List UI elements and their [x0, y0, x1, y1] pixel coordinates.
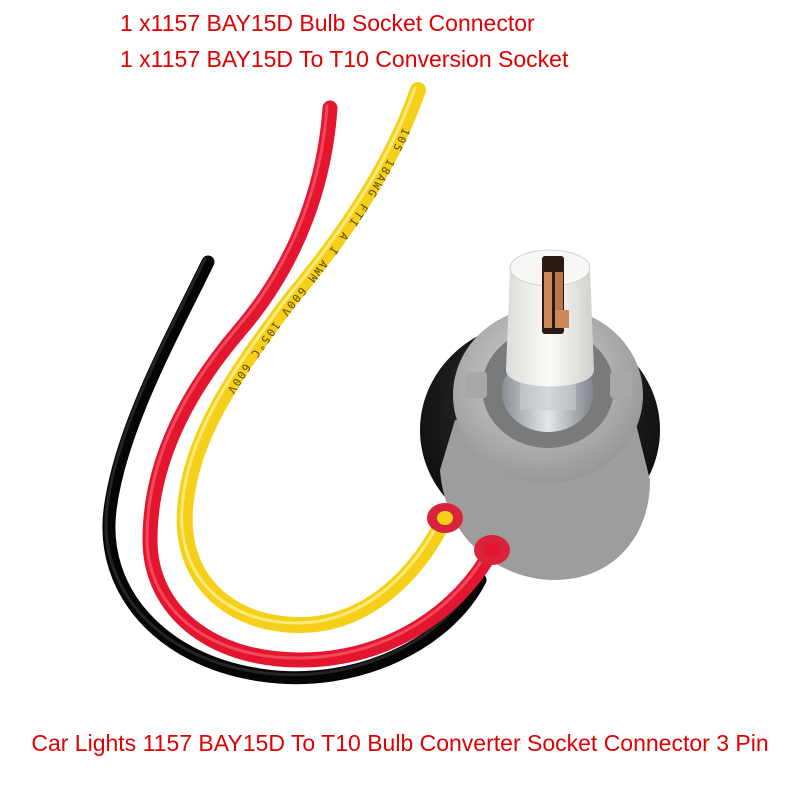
caption-bottom: Car Lights 1157 BAY15D To T10 Bulb Conve…: [31, 730, 769, 756]
caption-line-1: 1 x1157 BAY15D Bulb Socket Connector: [120, 10, 535, 36]
contact-left: [544, 272, 552, 328]
bulb-socket: [420, 249, 660, 580]
contact-right: [555, 272, 563, 328]
black-wire: [102, 255, 487, 685]
caption-line-2: 1 x1157 BAY15D To T10 Conversion Socket: [120, 46, 569, 72]
red-wire: [142, 100, 500, 668]
